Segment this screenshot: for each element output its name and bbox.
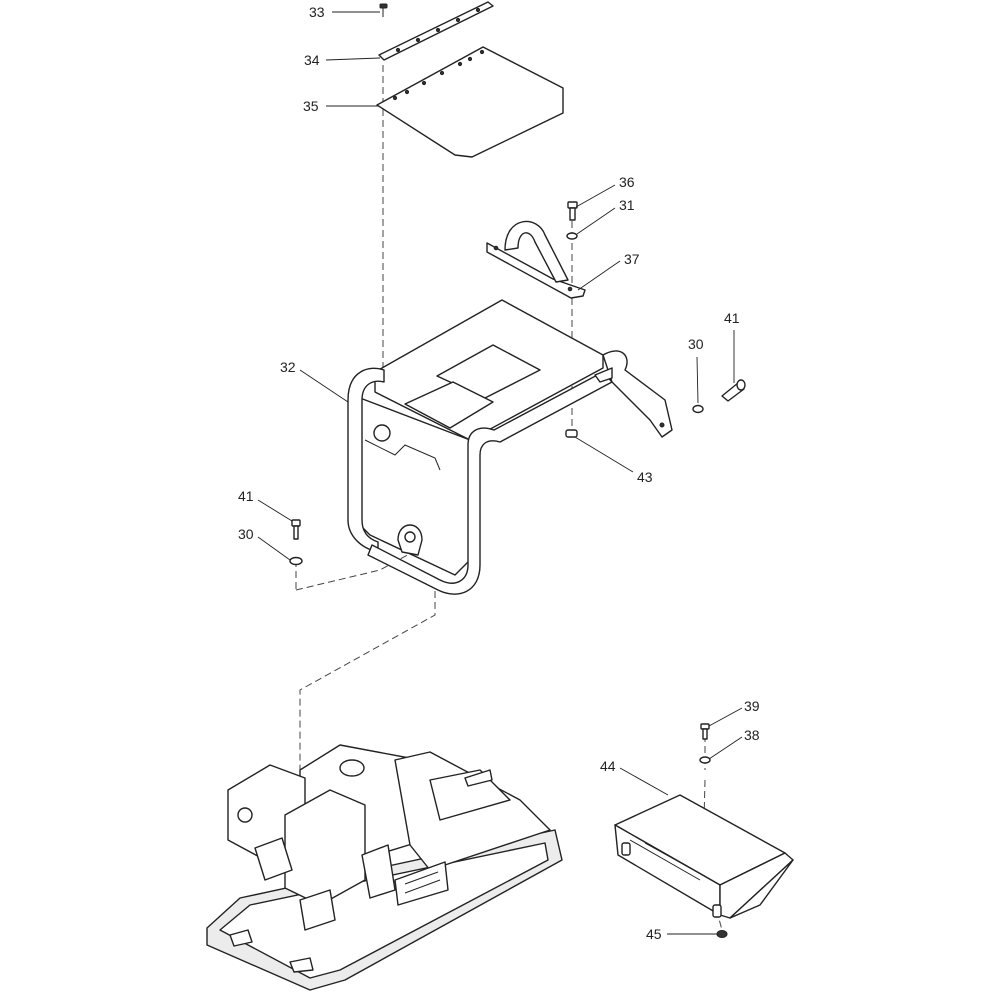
- part-32-guide-frame: [347, 299, 673, 595]
- callout-labels: 33 34 35 36 31 37 41 30 32 43 41 30 39 3…: [238, 4, 760, 942]
- callout-44: 44: [600, 758, 616, 774]
- part-34-clamp-strip: [378, 1, 494, 61]
- callout-32: 32: [280, 359, 296, 375]
- callout-30-left: 30: [238, 526, 254, 542]
- callout-37: 37: [624, 251, 640, 267]
- callout-45: 45: [646, 926, 662, 942]
- callout-38: 38: [744, 727, 760, 743]
- part-37-lifting-hook: [486, 220, 586, 299]
- callout-leaders: [257, 11, 743, 935]
- callout-34: 34: [304, 52, 320, 68]
- part-41-bolt-left: [291, 519, 301, 540]
- part-35-cover-mat: [376, 46, 564, 158]
- part-45-nut: [716, 930, 728, 938]
- part-39-screw: [700, 723, 710, 740]
- callout-41-right: 41: [724, 310, 740, 326]
- part-31-washer: [566, 232, 578, 240]
- part-30-washer-right: [692, 404, 704, 414]
- callout-35: 35: [303, 98, 319, 114]
- callout-41-left: 41: [238, 488, 254, 504]
- part-44-tray: [614, 794, 794, 919]
- part-38-washer: [699, 756, 711, 764]
- callout-43: 43: [637, 469, 653, 485]
- callout-39: 39: [744, 698, 760, 714]
- callout-36: 36: [619, 174, 635, 190]
- part-30-washer-left: [289, 556, 303, 566]
- callout-31: 31: [619, 197, 635, 213]
- base-plate-machine: [206, 744, 563, 991]
- part-41-bolt-right: [721, 379, 746, 402]
- part-33-screw: [379, 3, 388, 17]
- callout-30-right: 30: [688, 336, 704, 352]
- callout-33: 33: [309, 4, 325, 20]
- part-43-nut: [565, 429, 578, 438]
- part-36-bolt: [567, 201, 578, 221]
